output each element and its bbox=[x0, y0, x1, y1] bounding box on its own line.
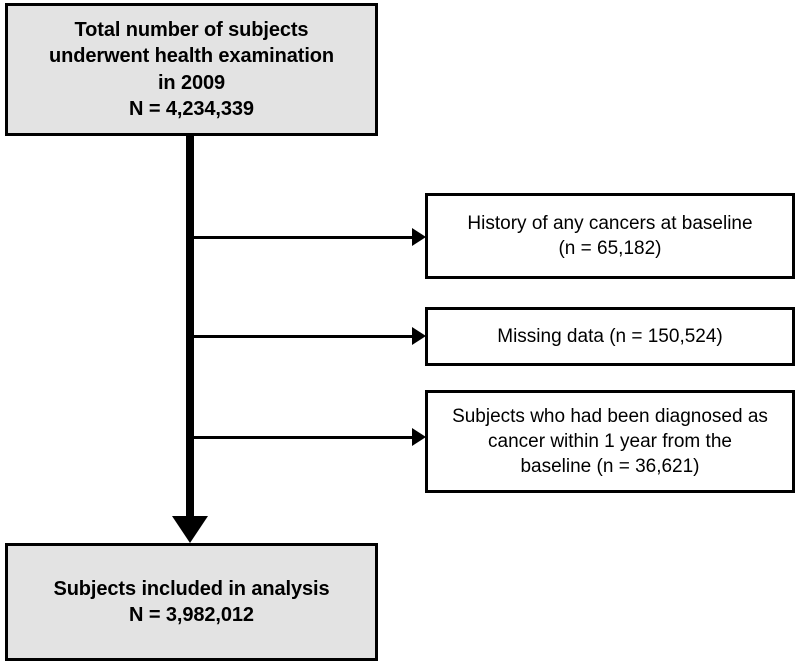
result-box-text: Subjects included in analysis N = 3,982,… bbox=[53, 577, 330, 626]
exclusion-arrowhead-3-icon bbox=[412, 428, 426, 446]
exclusion-arrow-3 bbox=[190, 436, 416, 439]
exclusion-box-1: History of any cancers at baseline (n = … bbox=[425, 193, 795, 279]
source-box-text: Total number of subjects underwent healt… bbox=[48, 18, 335, 120]
exclusion-box-2: Missing data (n = 150,524) bbox=[425, 307, 795, 366]
result-box: Subjects included in analysis N = 3,982,… bbox=[5, 543, 378, 661]
exclusion-arrowhead-1-icon bbox=[412, 228, 426, 246]
exclusion-arrow-1 bbox=[190, 236, 416, 239]
exclusion-box-2-text: Missing data (n = 150,524) bbox=[497, 325, 723, 347]
source-box: Total number of subjects underwent healt… bbox=[5, 3, 378, 136]
exclusion-box-3: Subjects who had been diagnosed as cance… bbox=[425, 390, 795, 493]
exclusion-arrow-2 bbox=[190, 335, 416, 338]
exclusion-arrowhead-2-icon bbox=[412, 327, 426, 345]
exclusion-box-3-text: Subjects who had been diagnosed as cance… bbox=[452, 405, 768, 478]
exclusion-box-1-text: History of any cancers at baseline (n = … bbox=[467, 212, 753, 259]
main-vertical-connector bbox=[186, 136, 194, 522]
result-arrowhead-icon bbox=[172, 516, 208, 543]
